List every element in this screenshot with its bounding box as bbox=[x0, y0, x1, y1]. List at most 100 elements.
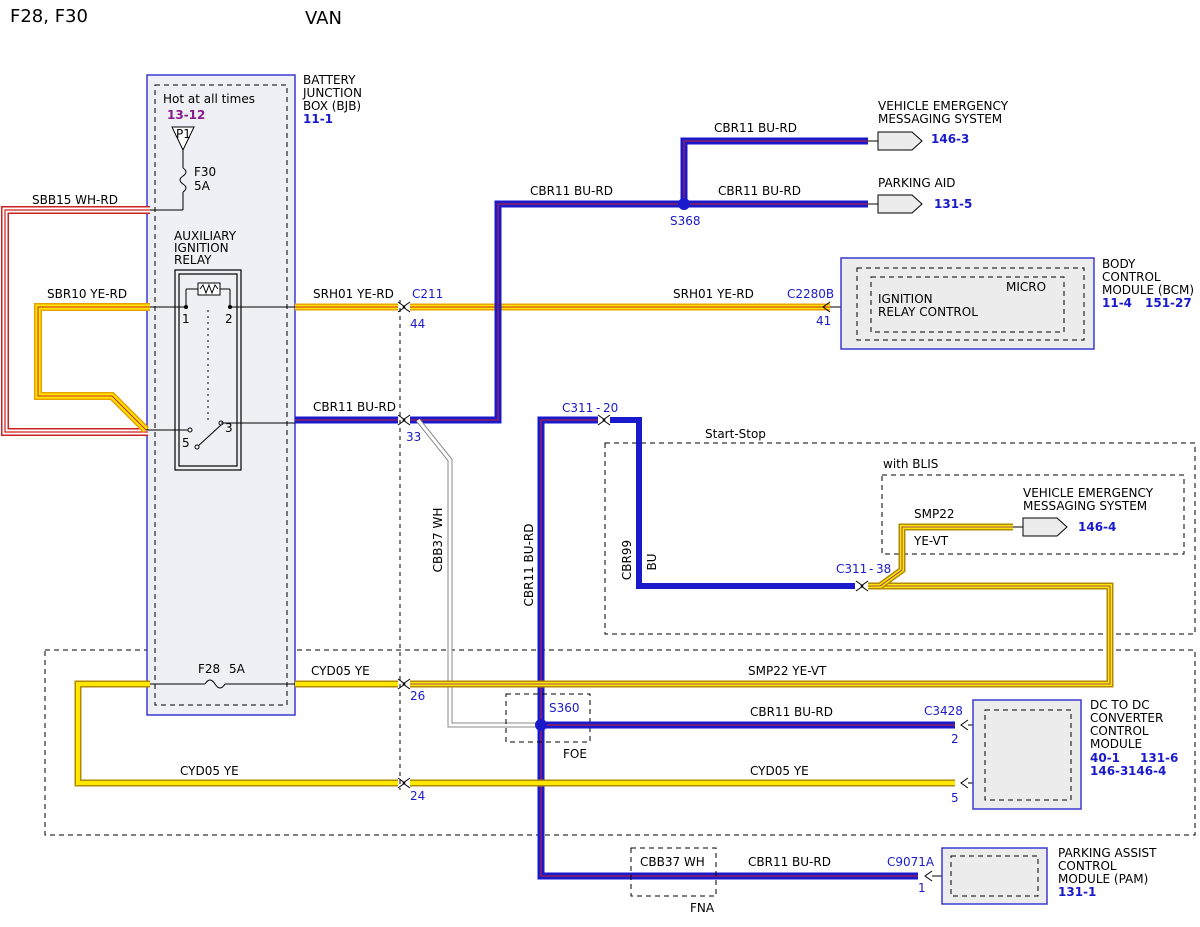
bjb-inner bbox=[154, 84, 288, 706]
dcdc-ref-3[interactable]: 146-3 bbox=[1090, 764, 1128, 778]
with-blis-region bbox=[881, 474, 1185, 555]
wire-cbr11-dcdc: CBR11 BU-RD bbox=[750, 705, 833, 719]
wire-srh01-right: SRH01 YE-RD bbox=[673, 287, 754, 301]
c3428-label[interactable]: C3428 bbox=[924, 704, 963, 718]
wire-cbr11-top: CBR11 BU-RD bbox=[714, 121, 797, 135]
c3428-pin-2: 2 bbox=[951, 732, 959, 746]
bcm-title-2: CONTROL bbox=[1102, 270, 1161, 284]
c311-20-label[interactable]: C311 bbox=[562, 401, 593, 415]
c211-pin-24: 24 bbox=[410, 789, 425, 803]
relay-title-2: IGNITION bbox=[174, 241, 229, 255]
relay-switch-icon bbox=[196, 424, 222, 448]
wire-cbb37: CBB37 WH bbox=[431, 508, 445, 573]
vems-top-connector-icon bbox=[877, 131, 923, 151]
variant-title: VAN bbox=[305, 8, 342, 29]
bjb-title-1: BATTERY bbox=[303, 73, 356, 87]
dcdc-ref-4[interactable]: 146-4 bbox=[1128, 764, 1166, 778]
vems-blis-title-2: MESSAGING SYSTEM bbox=[1023, 499, 1147, 513]
c9071a-label[interactable]: C9071A bbox=[887, 855, 935, 869]
bcm-module[interactable] bbox=[840, 257, 1095, 350]
c3428-pin-5: 5 bbox=[951, 791, 959, 805]
relay-pin-1: 1 bbox=[182, 312, 190, 326]
relay-pin-2: 2 bbox=[225, 312, 233, 326]
dcdc-title-2: CONVERTER bbox=[1090, 711, 1163, 725]
c311-20-pin: 20 bbox=[603, 401, 618, 415]
bjb-title-2: JUNCTION bbox=[302, 86, 362, 100]
dcdc-ref-2[interactable]: 131-6 bbox=[1140, 751, 1178, 765]
wire-smp22: SMP22 bbox=[914, 507, 954, 521]
c211-pin-44: 44 bbox=[410, 317, 425, 331]
splice-s368 bbox=[678, 198, 690, 210]
splice-s368-label: S368 bbox=[670, 214, 701, 228]
with-blis-label: with BLIS bbox=[883, 457, 938, 471]
dcdc-title-4: MODULE bbox=[1090, 737, 1142, 751]
wire-srh01-left: SRH01 YE-RD bbox=[313, 287, 394, 301]
c2280b-pin-41: 41 bbox=[816, 314, 831, 328]
bcm-ref-2[interactable]: 151-27 bbox=[1145, 296, 1192, 310]
c211-pin-26: 26 bbox=[410, 689, 425, 703]
relay-title-3: RELAY bbox=[174, 253, 212, 267]
bcm-title-3: MODULE (BCM) bbox=[1102, 283, 1194, 297]
wire-cbr11-vertical: CBR11 BU-RD bbox=[522, 524, 536, 607]
parking-aid-connector-icon bbox=[877, 194, 923, 214]
dcdc-ref-1[interactable]: 40-1 bbox=[1090, 751, 1120, 765]
hot-ref[interactable]: 13-12 bbox=[167, 108, 205, 122]
vems-top-title-1: VEHICLE EMERGENCY bbox=[878, 99, 1009, 113]
vems-blis-title-1: VEHICLE EMERGENCY bbox=[1023, 486, 1154, 500]
splice-foe-label: FOE bbox=[563, 747, 587, 761]
pam-title-3: MODULE (PAM) bbox=[1058, 872, 1148, 886]
fuse-f28-icon bbox=[204, 679, 226, 689]
vems-blis-ref[interactable]: 146-4 bbox=[1078, 520, 1116, 534]
vems-top-title-2: MESSAGING SYSTEM bbox=[878, 112, 1002, 126]
fuse-f28-label: F28 bbox=[198, 662, 220, 676]
wire-sbb15: SBB15 WH-RD bbox=[32, 193, 118, 207]
bjb-box[interactable] bbox=[146, 74, 296, 716]
relay-title-1: AUXILIARY bbox=[174, 229, 237, 243]
dcdc-module[interactable] bbox=[972, 699, 1082, 810]
fuse-f30-amps: 5A bbox=[194, 179, 211, 193]
bjb-ref[interactable]: 11-1 bbox=[303, 112, 333, 126]
splice-s360-label: S360 bbox=[549, 701, 580, 715]
wire-cbr11-left: CBR11 BU-RD bbox=[313, 400, 396, 414]
bcm-micro: MICRO bbox=[1006, 280, 1046, 294]
start-stop-label: Start-Stop bbox=[705, 427, 766, 441]
c311-38-label[interactable]: C311 bbox=[836, 562, 867, 576]
pam-ref[interactable]: 131-1 bbox=[1058, 885, 1096, 899]
relay-pin-5: 5 bbox=[182, 436, 190, 450]
c2280b-label[interactable]: C2280B bbox=[787, 287, 834, 301]
fuse-f30-icon bbox=[179, 167, 187, 193]
c211-pin-33: 33 bbox=[406, 430, 421, 444]
bcm-inner-2: RELAY CONTROL bbox=[878, 305, 978, 319]
pam-title-2: CONTROL bbox=[1058, 859, 1117, 873]
pam-module[interactable] bbox=[941, 847, 1048, 905]
dcdc-title-1: DC TO DC bbox=[1090, 698, 1150, 712]
start-stop-region bbox=[604, 442, 1196, 635]
parking-aid-ref[interactable]: 131-5 bbox=[934, 197, 972, 211]
relay-pin-3: 3 bbox=[225, 421, 233, 435]
start-stop-region-lower bbox=[44, 649, 1196, 836]
vems-top-ref[interactable]: 146-3 bbox=[931, 132, 969, 146]
c9071a-pin-1: 1 bbox=[918, 881, 926, 895]
wire-ye-vt: YE-VT bbox=[913, 534, 949, 548]
wire-cbr99: CBR99 bbox=[620, 540, 634, 580]
wire-smp22-long: SMP22 YE-VT bbox=[748, 664, 827, 678]
wire-cbr11-pam: CBR11 BU-RD bbox=[748, 855, 831, 869]
wire-cbr11-parking: CBR11 BU-RD bbox=[718, 184, 801, 198]
hot-at-all-times: Hot at all times bbox=[163, 92, 255, 106]
svg-text:-: - bbox=[596, 401, 600, 415]
c311-38-pin: 38 bbox=[876, 562, 891, 576]
fuse-f28-amps: 5A bbox=[229, 662, 246, 676]
dcdc-title-3: CONTROL bbox=[1090, 724, 1149, 738]
splice-fna-label: FNA bbox=[690, 901, 715, 915]
bcm-inner-1: IGNITION bbox=[878, 292, 933, 306]
power-bus-icon bbox=[171, 126, 195, 152]
relay-inner bbox=[178, 273, 238, 467]
splice-s360 bbox=[535, 719, 547, 731]
wire-cyd05-bottom-right: CYD05 YE bbox=[750, 764, 809, 778]
wire-cyd05-top: CYD05 YE bbox=[311, 664, 370, 678]
bcm-ref-1[interactable]: 11-4 bbox=[1102, 296, 1132, 310]
c211-label[interactable]: C211 bbox=[412, 287, 443, 301]
pin-p1: P1 bbox=[176, 127, 191, 141]
vems-blis-connector-icon bbox=[1022, 517, 1068, 537]
